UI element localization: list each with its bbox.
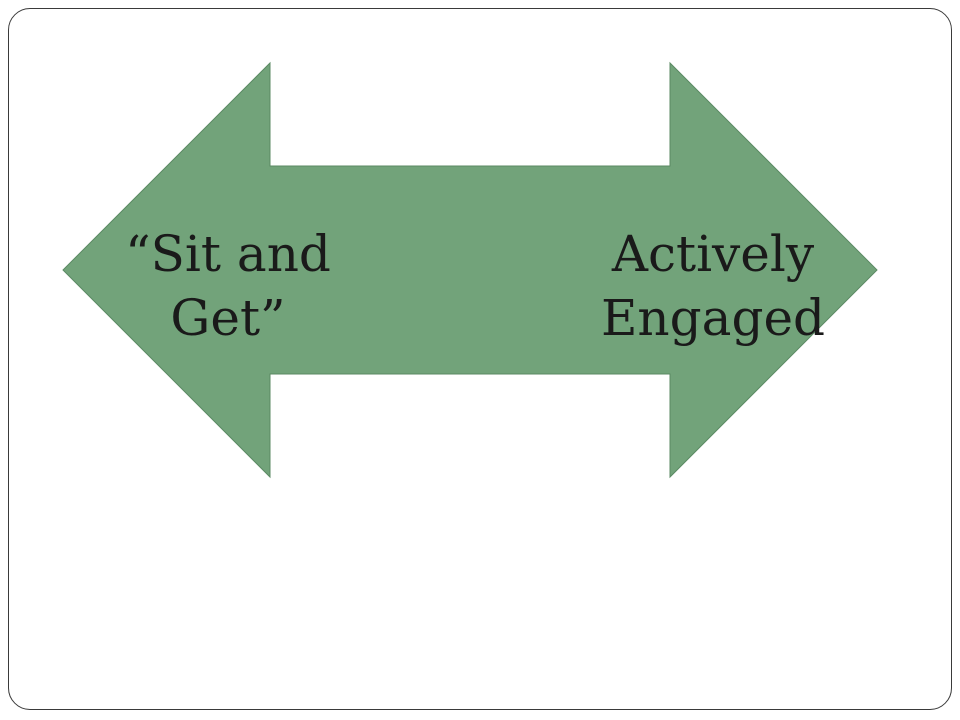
right-label-line-2: Engaged bbox=[600, 289, 826, 347]
right-label-line-1: Actively bbox=[611, 225, 815, 283]
arrow-shape bbox=[62, 61, 878, 479]
left-label-line-2: Get” bbox=[170, 289, 286, 347]
right-end-label: Actively Engaged bbox=[568, 222, 858, 350]
left-end-label: “Sit and Get” bbox=[88, 222, 368, 350]
left-label-line-1: “Sit and bbox=[125, 225, 331, 283]
